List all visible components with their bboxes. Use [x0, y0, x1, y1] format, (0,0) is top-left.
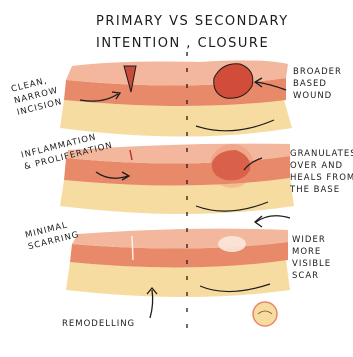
label-remodelling: Remodelling: [62, 318, 135, 330]
label-broader-based-wound: Broader Based Wound: [293, 66, 342, 102]
thin-scar: [132, 236, 133, 260]
title-line-2: Intention , Closure: [96, 38, 269, 50]
logo-badge: [253, 302, 277, 326]
skin-panel-3: [66, 216, 290, 318]
label-granulates: Granulates Over and Heals from the Base: [290, 148, 353, 196]
skin-panel-1: [60, 60, 292, 136]
arrowhead-scar: [255, 216, 262, 227]
label-wider-scar: Wider More Visible Scar: [292, 234, 331, 282]
wide-scar: [218, 236, 246, 252]
title-line-1: Primary vs Secondary: [96, 16, 289, 28]
